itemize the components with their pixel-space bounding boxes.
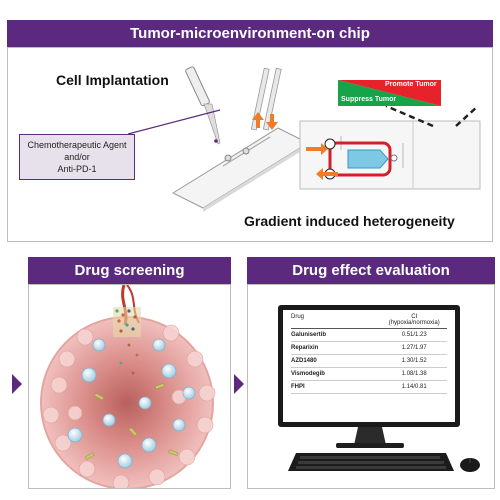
header-ci-sub: (hypoxia/normoxia) (388, 320, 440, 326)
top-section-panel: Cell Implantation Chemotherapeutic Agent… (7, 47, 493, 242)
drug-screening-title: Drug screening (74, 262, 185, 279)
table-row: Galunisertib 0.51/1.23 (291, 329, 447, 342)
gradient-indicator (338, 80, 441, 106)
drug-screening-panel (28, 284, 231, 489)
ci-table-header: Drug CI (hypoxia/normoxia) (291, 314, 447, 329)
row-drug: FHPI (291, 384, 305, 390)
chip-zoom (299, 104, 481, 190)
chip-tubes (250, 67, 282, 131)
agent-connector-line (127, 109, 221, 135)
gradient-caption: Gradient induced heterogeneity (244, 213, 455, 229)
row-ci: 1.27/1.97 (401, 345, 427, 351)
table-row: Vismodegib 1.08/1.38 (291, 368, 447, 381)
suppress-tumor-label: Suppress Tumor (341, 96, 397, 103)
header-drug: Drug (291, 314, 305, 320)
agent-box-line3: Anti-PD-1 (57, 164, 97, 174)
agent-box-line2: and/or (64, 152, 90, 162)
left-panel-arrow (12, 374, 22, 394)
tumor-spheroid-illustration (40, 285, 216, 488)
table-row: AZD1480 1.30/1.52 (291, 355, 447, 368)
row-drug: AZD1480 (291, 358, 317, 364)
ci-table: Drug CI (hypoxia/normoxia) Galunisertib … (283, 310, 455, 422)
row-ci: 0.51/1.23 (401, 332, 427, 338)
drug-screening-header: Drug screening (28, 257, 231, 284)
row-ci: 1.14/0.81 (401, 384, 427, 390)
table-row: Reparixin 1.27/1.97 (291, 342, 447, 355)
immune-cells (67, 338, 196, 469)
drug-effect-title: Drug effect evaluation (292, 262, 450, 279)
header-ci-label: CI (411, 314, 418, 320)
row-drug: Reparixin (291, 345, 319, 351)
monitor-screen: Drug CI (hypoxia/normoxia) Galunisertib … (278, 305, 460, 427)
drug-effect-header: Drug effect evaluation (247, 257, 495, 284)
row-drug: Galunisertib (291, 332, 327, 338)
pipette (185, 66, 221, 145)
row-ci: 1.30/1.52 (401, 358, 427, 364)
right-panel-arrow (234, 374, 244, 394)
top-section-header: Tumor-microenvironment-on chip (7, 20, 493, 47)
agent-box: Chemotherapeutic Agent and/or Anti-PD-1 (19, 134, 135, 180)
row-ci: 1.08/1.38 (401, 371, 427, 377)
promote-tumor-label: Promote Tumor (385, 81, 437, 88)
top-section-title: Tumor-microenvironment-on chip (130, 25, 370, 42)
mouse-icon (460, 458, 480, 472)
top-section-illustration (127, 66, 481, 212)
agent-box-line1: Chemotherapeutic Agent (27, 140, 127, 150)
row-drug: Vismodegib (291, 371, 325, 377)
header-ci: CI (hypoxia/normoxia) (381, 314, 447, 326)
keyboard-icon (288, 453, 454, 471)
chip-slide-left (171, 127, 310, 212)
drug-particles (113, 307, 141, 375)
drug-effect-panel: Drug CI (hypoxia/normoxia) Galunisertib … (247, 284, 495, 489)
table-row: FHPI 1.14/0.81 (291, 381, 447, 394)
cell-implantation-label: Cell Implantation (56, 72, 169, 88)
